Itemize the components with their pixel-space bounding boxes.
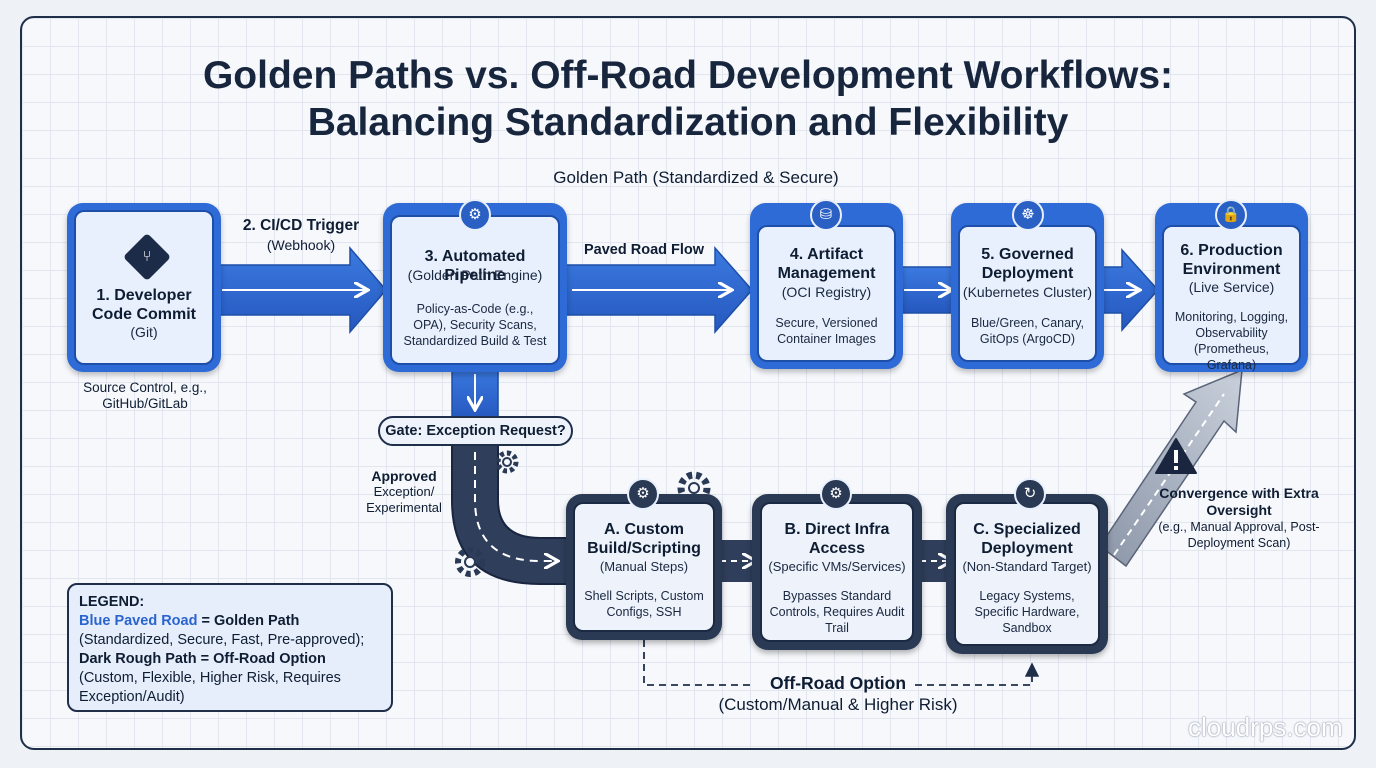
paved-road-flow-label: Paved Road Flow [584, 242, 705, 258]
step-4-title: 4. Artifact Management [777, 246, 876, 282]
approved-subtitle: Exception/ Experimental [366, 484, 442, 515]
title-line-1: Golden Paths vs. Off-Road Development Wo… [202, 54, 1174, 97]
offroad-c-details: Legacy Systems, Specific Hardware, Sandb… [974, 589, 1080, 635]
refresh-icon: ↻ [1014, 478, 1046, 510]
step-5-details: Blue/Green, Canary, GitOps (ArgoCD) [970, 316, 1085, 346]
step-4-card[interactable]: 4. Artifact Management (OCI Registry) Se… [750, 203, 903, 369]
offroad-option-bracket [643, 640, 1032, 686]
legend-dark-term: Dark Rough Path = Off-Road Option [79, 651, 326, 667]
trigger-label: 2. CI/CD Trigger (Webhook) [236, 217, 366, 253]
gears-icon: ⚙ [820, 478, 852, 510]
offroad-a-title: A. Custom Build/Scripting [587, 521, 701, 557]
legend-blue-desc: (Standardized, Secure, Fast, Pre-approve… [79, 632, 365, 648]
offroad-step-a-card[interactable]: A. Custom Build/Scripting (Manual Steps)… [566, 494, 722, 640]
kubernetes-icon: ☸ [1012, 199, 1044, 231]
git-icon: ⑂ [122, 232, 172, 282]
step-1-subtitle: (Git) [130, 324, 158, 340]
page-title: Golden Paths vs. Off-Road Development Wo… [0, 52, 1376, 146]
step-5-title: 5. Governed Deployment [981, 246, 1074, 282]
step-4-subtitle: (OCI Registry) [781, 284, 872, 300]
legend-blue-line: Blue Paved Road = Golden Path [79, 612, 381, 631]
trigger-title: 2. CI/CD Trigger [242, 217, 360, 234]
lock-icon: 🔒 [1215, 199, 1247, 231]
step-5-subtitle: (Kubernetes Cluster) [962, 284, 1093, 300]
step-5-card[interactable]: 5. Governed Deployment (Kubernetes Clust… [951, 203, 1104, 369]
convergence-title: Convergence with Extra Oversight [1159, 485, 1319, 518]
gears-icon: ⚙ [459, 199, 491, 231]
source-control-note: Source Control, e.g., GitHub/GitLab [83, 380, 207, 411]
step-6-details: Monitoring, Logging, Observability (Prom… [1174, 310, 1289, 372]
offroad-curve [451, 443, 576, 585]
legend-box: LEGEND: Blue Paved Road = Golden Path (S… [67, 583, 393, 712]
offroad-b-details: Bypasses Standard Controls, Requires Aud… [769, 589, 905, 635]
step-6-subtitle: (Live Service) [1188, 279, 1275, 295]
legend-heading: LEGEND: [79, 594, 145, 610]
legend-dark-desc: (Custom, Flexible, Higher Risk, Requires… [79, 670, 341, 705]
offroad-b-title: B. Direct Infra Access [784, 521, 890, 557]
gear-decoration-1 [495, 450, 519, 474]
step-1-title: 1. Developer Code Commit [92, 287, 196, 323]
legend-blue-def: = Golden Path [201, 613, 300, 629]
watermark: cloudrps.com [1188, 712, 1343, 742]
warning-icon [1155, 438, 1197, 474]
golden-path-label: Golden Path (Standardized & Secure) [553, 168, 839, 187]
title-line-2: Balancing Standardization and Flexibilit… [307, 101, 1069, 144]
approved-title: Approved [371, 468, 437, 484]
offroad-b-subtitle: (Specific VMs/Services) [768, 559, 906, 574]
legend-blue-term: Blue Paved Road [79, 613, 198, 629]
step-3-card[interactable]: 3. Automated Pipeline (Golden Path Engin… [383, 203, 567, 372]
offroad-c-subtitle: (Non-Standard Target) [962, 559, 1092, 574]
database-icon: ⛁ [810, 199, 842, 231]
offroad-step-b-card[interactable]: B. Direct Infra Access (Specific VMs/Ser… [752, 494, 922, 650]
offroad-step-c-card[interactable]: C. Specialized Deployment (Non-Standard … [946, 494, 1108, 654]
offroad-option-title: Off-Road Option [769, 673, 907, 693]
offroad-a-details: Shell Scripts, Custom Configs, SSH [584, 589, 704, 619]
offroad-option-subtitle: (Custom/Manual & Higher Risk) [718, 695, 958, 714]
convergence-subtitle: (e.g., Manual Approval, Post-Deployment … [1158, 520, 1320, 550]
approved-label: Approved Exception/ Experimental [352, 468, 456, 516]
trigger-subtitle: (Webhook) [266, 237, 336, 253]
offroad-curve-centerline [474, 452, 556, 561]
offroad-c-title: C. Specialized Deployment [973, 521, 1081, 557]
gear-decoration-3 [455, 547, 485, 577]
step-3-title: 3. Automated Pipeline [424, 248, 526, 284]
step-6-card[interactable]: 6. Production Environment (Live Service)… [1155, 203, 1308, 372]
gate-exception-request[interactable]: Gate: Exception Request? [378, 416, 573, 446]
step-3-details: Policy-as-Code (e.g., OPA), Security Sca… [403, 302, 547, 348]
step-1-card[interactable]: ⑂ 1. Developer Code Commit (Git) [67, 203, 221, 372]
step-6-title: 6. Production Environment [1180, 242, 1283, 278]
convergence-label: Convergence with Extra Oversight (e.g., … [1158, 485, 1320, 551]
step-3-subtitle: (Golden Path Engine) [407, 267, 543, 283]
step-4-details: Secure, Versioned Container Images [775, 316, 878, 346]
offroad-option-label: Off-Road Option (Custom/Manual & Higher … [700, 673, 976, 715]
gears-icon: ⚙ [627, 478, 659, 510]
offroad-a-subtitle: (Manual Steps) [599, 559, 689, 574]
convergence-centerline [1113, 393, 1225, 556]
